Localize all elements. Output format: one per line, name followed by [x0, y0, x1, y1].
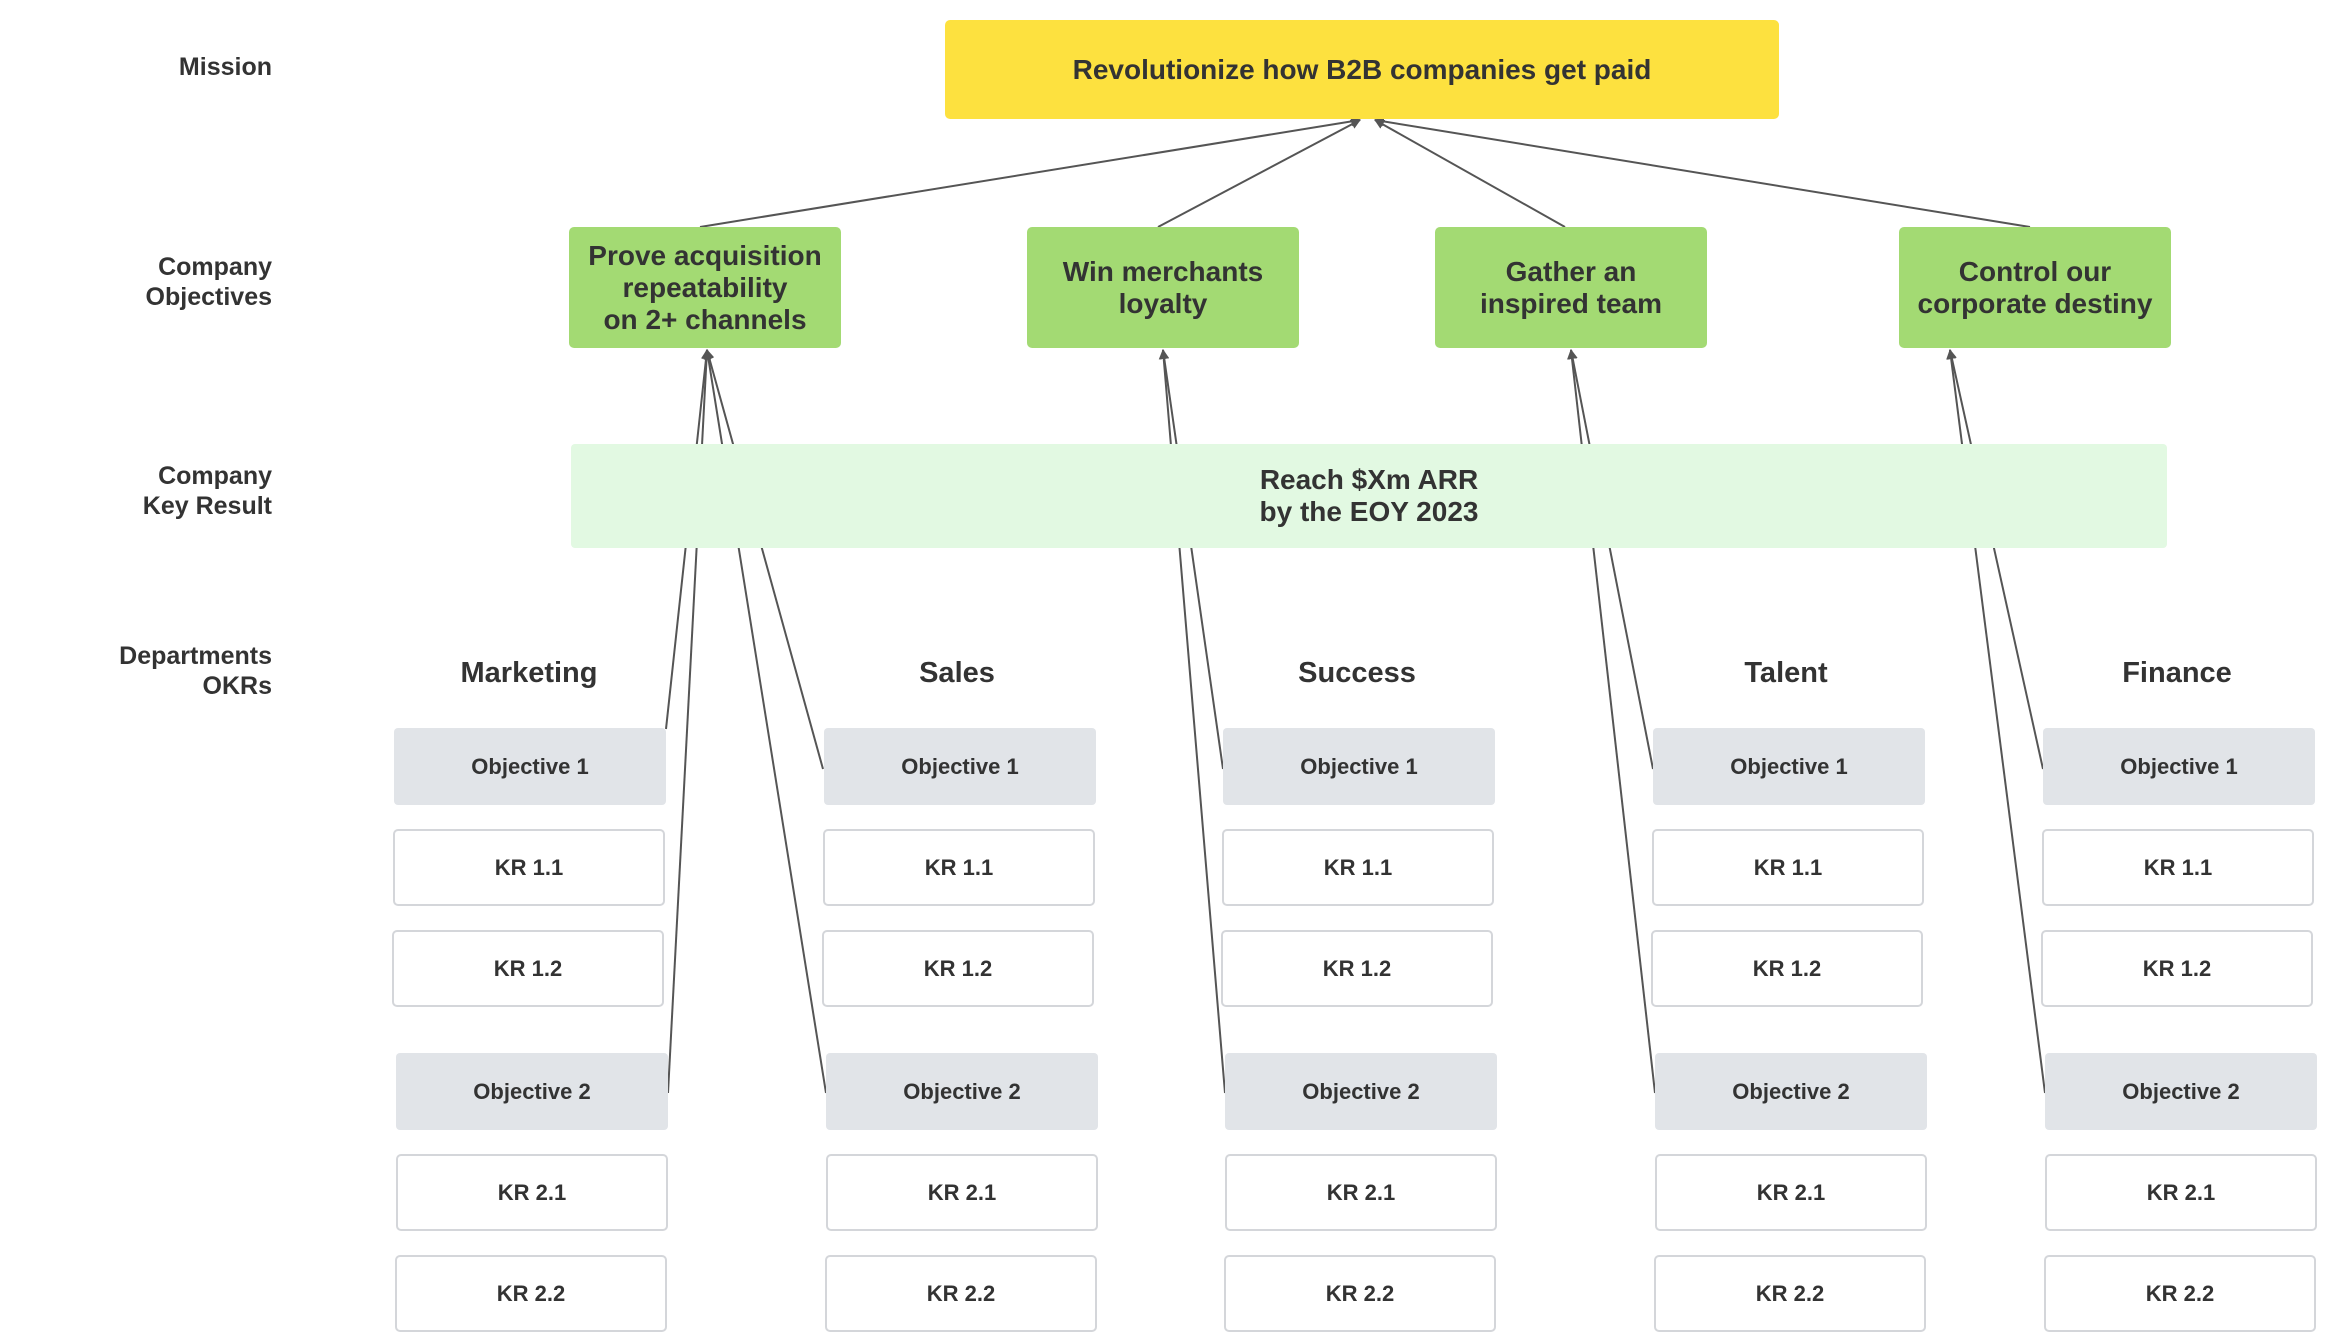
- talent-objective-1: Objective 1: [1653, 728, 1925, 805]
- success-kr-1-1: KR 1.1: [1222, 829, 1494, 906]
- row-label-company-objectives: Company Objectives: [145, 253, 272, 311]
- company-objective-4: Control our corporate destiny: [1899, 227, 2171, 348]
- success-kr-1-2: KR 1.2: [1221, 930, 1493, 1007]
- arrow-objective-2-to-mission: [1157, 119, 1361, 228]
- marketing-kr-1-1: KR 1.1: [393, 829, 665, 906]
- talent-kr-2-2: KR 2.2: [1654, 1255, 1926, 1332]
- finance-kr-2-1: KR 2.1: [2045, 1154, 2317, 1231]
- finance-objective-2: Objective 2: [2045, 1053, 2317, 1130]
- finance-kr-1-2: KR 1.2: [2041, 930, 2313, 1007]
- finance-kr-2-2: KR 2.2: [2044, 1255, 2316, 1332]
- success-objective-1: Objective 1: [1223, 728, 1495, 805]
- mission-box: Revolutionize how B2B companies get paid: [945, 20, 1779, 119]
- talent-kr-1-2: KR 1.2: [1651, 930, 1923, 1007]
- sales-kr-2-1: KR 2.1: [826, 1154, 1098, 1231]
- arrow-objective-3-to-mission: [1374, 119, 1566, 228]
- arrow-sales-obj1-to-company-objective-1: [704, 349, 824, 770]
- finance-kr-1-1: KR 1.1: [2042, 829, 2314, 906]
- sales-kr-1-1: KR 1.1: [823, 829, 1095, 906]
- marketing-kr-2-1: KR 2.1: [396, 1154, 668, 1231]
- arrow-objective-1-to-mission: [699, 116, 1361, 228]
- department-title-talent: Talent: [1744, 657, 1828, 689]
- marketing-objective-1: Objective 1: [394, 728, 666, 805]
- success-objective-2: Objective 2: [1225, 1053, 1497, 1130]
- company-objective-3: Gather an inspired team: [1435, 227, 1707, 348]
- marketing-objective-2: Objective 2: [396, 1053, 668, 1130]
- company-objective-1: Prove acquisition repeatability on 2+ ch…: [569, 227, 841, 348]
- row-label-company-key-result: Company Key Result: [142, 462, 272, 520]
- arrow-finance-obj1-to-company-objective-4: [1947, 349, 2044, 770]
- company-key-result: Reach $Xm ARR by the EOY 2023: [571, 444, 2167, 548]
- department-title-success: Success: [1298, 657, 1416, 689]
- row-label-mission: Mission: [178, 53, 272, 81]
- company-objective-2: Win merchants loyalty: [1027, 227, 1299, 348]
- department-title-sales: Sales: [919, 657, 995, 689]
- finance-objective-1: Objective 1: [2043, 728, 2315, 805]
- success-kr-2-1: KR 2.1: [1225, 1154, 1497, 1231]
- arrow-talent-obj1-to-company-objective-3: [1567, 349, 1654, 770]
- talent-kr-1-1: KR 1.1: [1652, 829, 1924, 906]
- sales-kr-1-2: KR 1.2: [822, 930, 1094, 1007]
- sales-kr-2-2: KR 2.2: [825, 1255, 1097, 1332]
- marketing-kr-1-2: KR 1.2: [392, 930, 664, 1007]
- sales-objective-2: Objective 2: [826, 1053, 1098, 1130]
- department-title-finance: Finance: [2122, 657, 2232, 689]
- marketing-kr-2-2: KR 2.2: [395, 1255, 667, 1332]
- arrow-success-obj1-to-company-objective-2: [1159, 349, 1224, 770]
- talent-objective-2: Objective 2: [1655, 1053, 1927, 1130]
- sales-objective-1: Objective 1: [824, 728, 1096, 805]
- department-title-marketing: Marketing: [460, 657, 598, 689]
- row-label-departments-okrs: Departments OKRs: [119, 642, 272, 700]
- talent-kr-2-1: KR 2.1: [1655, 1154, 1927, 1231]
- success-kr-2-2: KR 2.2: [1224, 1255, 1496, 1332]
- arrow-objective-4-to-mission: [1374, 116, 2031, 228]
